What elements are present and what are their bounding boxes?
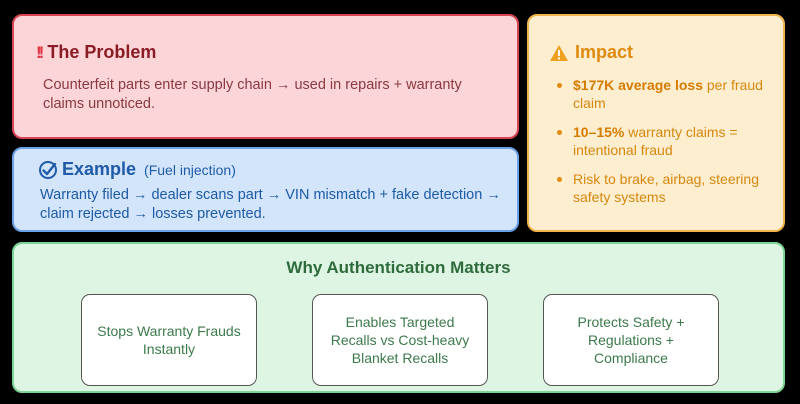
bullet-dot	[557, 83, 562, 88]
impact-item-text: warranty claims = intentional fraud	[573, 124, 738, 158]
benefit-box-safety: Protects Safety + Regulations + Complian…	[543, 294, 719, 386]
impact-item: Risk to brake, airbag, steering safety s…	[549, 170, 774, 206]
why-heading: Why Authentication Matters	[286, 258, 511, 277]
bullet-dot	[557, 130, 562, 135]
example-subtitle: (Fuel injection)	[144, 161, 236, 178]
impact-item-text: Risk to brake, airbag, steering safety s…	[573, 171, 759, 205]
example-title-row: Example (Fuel injection)	[38, 159, 236, 180]
benefit-box-recalls: Enables Targeted Recalls vs Cost-heavy B…	[312, 294, 488, 386]
impact-list: $177K average loss per fraud claim 10–15…	[549, 76, 774, 217]
impact-item-bold: 10–15%	[573, 124, 625, 140]
problem-card: !! The Problem Counterfeit parts enter s…	[12, 14, 519, 139]
example-title: Example	[62, 159, 137, 179]
bullet-dot	[557, 177, 562, 182]
impact-title: Impact	[575, 42, 634, 62]
impact-item: $177K average loss per fraud claim	[549, 76, 774, 112]
example-body: Warranty filed → dealer scans part → VIN…	[40, 187, 501, 222]
benefit-box-warranty: Stops Warranty Frauds Instantly	[81, 294, 257, 386]
example-card: Example (Fuel injection) Warranty filed …	[12, 147, 519, 232]
impact-card: Impact $177K average loss per fraud clai…	[527, 14, 785, 232]
impact-item-bold: $177K average loss	[573, 77, 703, 93]
warning-triangle-icon	[550, 44, 568, 61]
impact-title-row: Impact	[549, 42, 633, 63]
problem-title: The Problem	[47, 42, 157, 62]
problem-body: Counterfeit parts enter supply chain → u…	[43, 77, 462, 112]
impact-item: 10–15% warranty claims = intentional fra…	[549, 123, 774, 159]
problem-title-row: !! The Problem	[36, 42, 156, 63]
check-circle-icon	[39, 160, 57, 179]
impact-item-text: per fraud claim	[573, 77, 763, 111]
double-exclamation-icon: !!	[36, 42, 45, 62]
why-card: Why Authentication Matters Stops Warrant…	[12, 242, 785, 393]
